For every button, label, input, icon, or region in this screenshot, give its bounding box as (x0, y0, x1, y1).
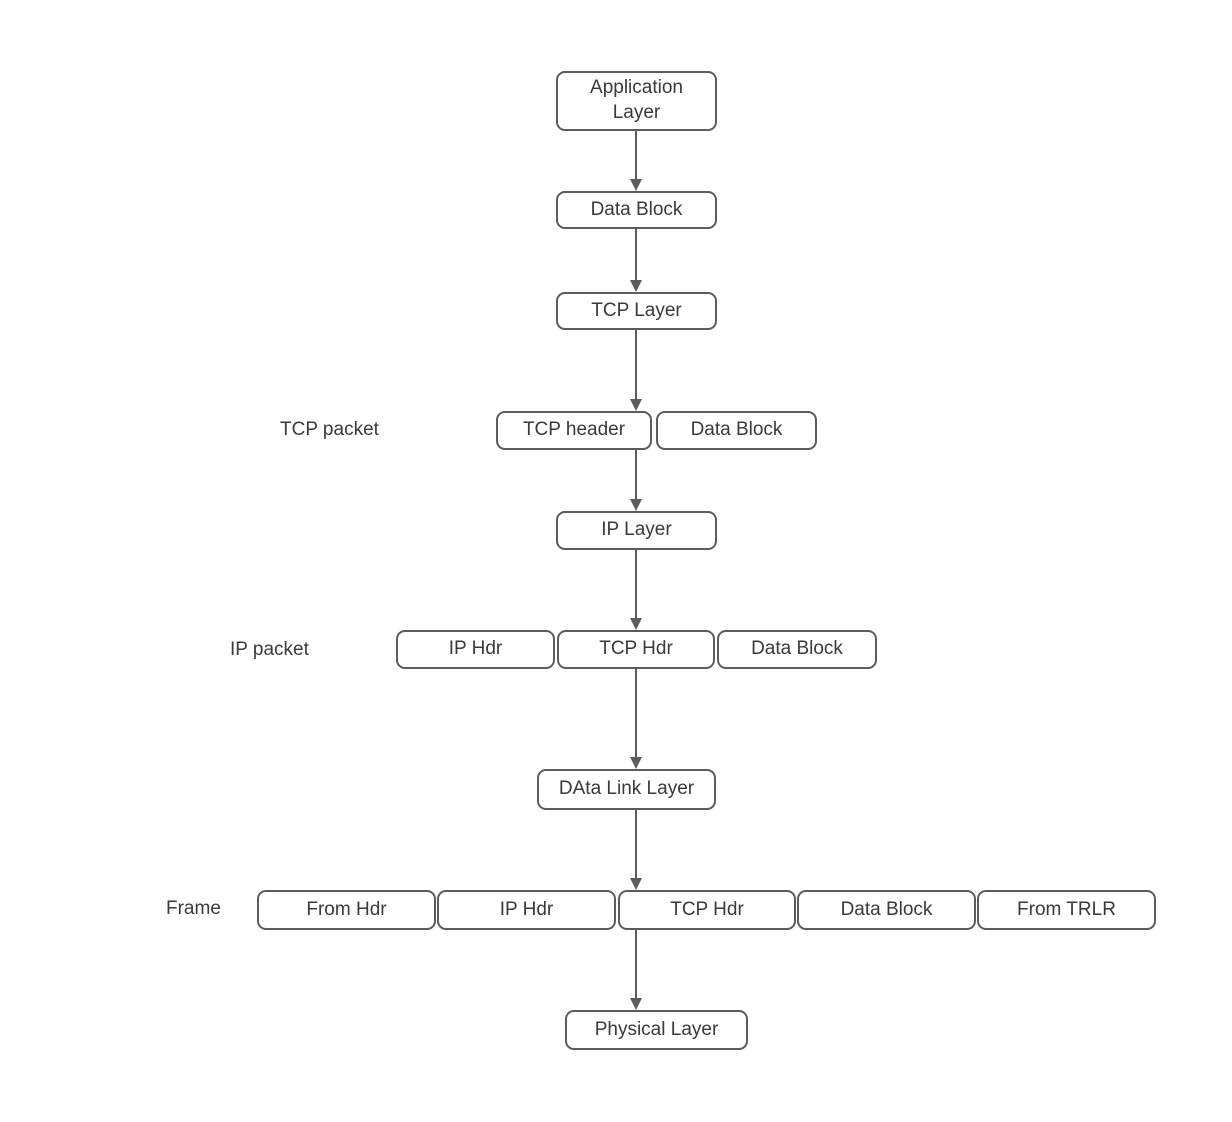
arrowhead-icon (630, 618, 642, 630)
arrow-datalink-to-frame (630, 810, 642, 890)
node-data-block-tcp-packet: Data Block (656, 411, 817, 450)
node-ip-hdr-ip-packet: IP Hdr (396, 630, 555, 669)
node-application-layer: Application Layer (556, 71, 717, 131)
arrow-ippacket-to-datalink (630, 669, 642, 769)
arrow-shaft (635, 229, 637, 281)
node-data-block-ip-packet: Data Block (717, 630, 877, 669)
arrowhead-icon (630, 998, 642, 1010)
label-ip-packet: IP packet (230, 639, 309, 660)
arrow-shaft (635, 810, 637, 879)
arrow-datablock-to-tcplayer (630, 229, 642, 292)
node-from-trlr: From TRLR (977, 890, 1156, 930)
node-ip-layer: IP Layer (556, 511, 717, 550)
arrow-shaft (635, 450, 637, 500)
node-tcp-hdr-frame: TCP Hdr (618, 890, 796, 930)
arrow-frame-to-physical (630, 930, 642, 1010)
node-tcp-layer: TCP Layer (556, 292, 717, 330)
arrowhead-icon (630, 878, 642, 890)
arrow-shaft (635, 330, 637, 400)
arrow-shaft (635, 131, 637, 180)
label-tcp-packet: TCP packet (280, 419, 379, 440)
node-ip-hdr-frame: IP Hdr (437, 890, 616, 930)
arrow-app-to-datablock (630, 131, 642, 191)
node-physical-layer: Physical Layer (565, 1010, 748, 1050)
node-tcp-header: TCP header (496, 411, 652, 450)
node-data-block-top: Data Block (556, 191, 717, 229)
arrowhead-icon (630, 399, 642, 411)
arrowhead-icon (630, 499, 642, 511)
arrowhead-icon (630, 757, 642, 769)
label-frame: Frame (166, 898, 221, 919)
arrow-shaft (635, 669, 637, 758)
arrow-shaft (635, 550, 637, 619)
arrow-tcplayer-to-tcppacket (630, 330, 642, 411)
arrowhead-icon (630, 179, 642, 191)
node-data-block-frame: Data Block (797, 890, 976, 930)
arrowhead-icon (630, 280, 642, 292)
node-from-hdr: From Hdr (257, 890, 436, 930)
node-tcp-hdr-ip-packet: TCP Hdr (557, 630, 715, 669)
arrow-tcppacket-to-iplayer (630, 450, 642, 511)
node-data-link-layer: DAta Link Layer (537, 769, 716, 810)
arrow-shaft (635, 930, 637, 999)
arrow-iplayer-to-ippacket (630, 550, 642, 630)
